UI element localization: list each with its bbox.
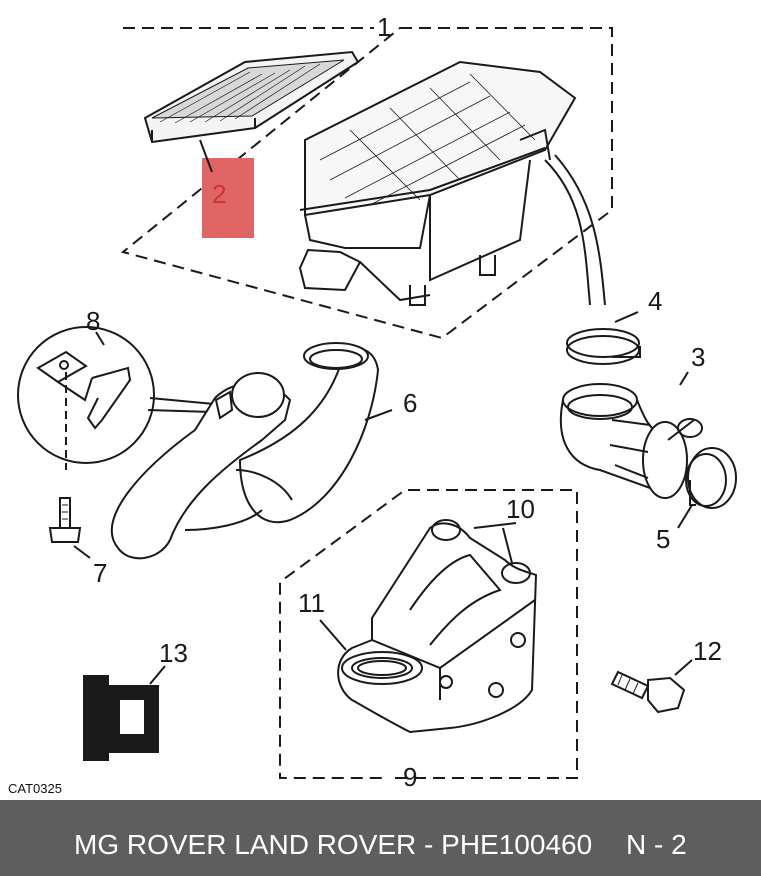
callout-10: 10 bbox=[506, 494, 535, 524]
callout-2: 2 bbox=[212, 179, 226, 209]
mounting-bracket-9 bbox=[319, 519, 538, 734]
catalog-code: CAT0325 bbox=[8, 781, 62, 796]
callout-1: 1 bbox=[377, 12, 391, 42]
highlight-box bbox=[202, 158, 254, 238]
breather-hose-lines bbox=[544, 154, 606, 306]
leader-2 bbox=[199, 139, 213, 173]
bolt-12 bbox=[610, 659, 693, 714]
hose-clamp-5 bbox=[677, 447, 737, 529]
callout-6: 6 bbox=[403, 388, 417, 418]
bushing-13 bbox=[83, 665, 166, 761]
callout-12: 12 bbox=[693, 636, 722, 666]
callout-4: 4 bbox=[648, 286, 662, 316]
callout-7: 7 bbox=[93, 558, 107, 588]
intake-duct-6 bbox=[111, 342, 393, 560]
bracket-detail-8 bbox=[17, 326, 215, 470]
group-9-boundary bbox=[279, 489, 578, 779]
callout-11: 11 bbox=[298, 588, 325, 618]
hose-clamp-4 bbox=[566, 311, 641, 365]
air-filter-element bbox=[143, 50, 360, 144]
bolt-7 bbox=[48, 497, 91, 559]
footer-bar: MG ROVER LAND ROVER - PHE100460 N - 2 bbox=[0, 800, 761, 876]
exploded-parts-diagram: 1 2 3 4 5 6 7 8 9 10 11 12 13 bbox=[17, 12, 737, 792]
group-1-boundary bbox=[120, 27, 613, 340]
callout-3: 3 bbox=[691, 342, 705, 372]
air-intake-hose-3 bbox=[559, 371, 703, 499]
callout-13: 13 bbox=[159, 638, 188, 668]
callout-8: 8 bbox=[86, 306, 100, 336]
footer-page-number: N - 2 bbox=[626, 829, 687, 860]
callout-9: 9 bbox=[403, 762, 417, 792]
footer-title: MG ROVER LAND ROVER - PHE100460 bbox=[74, 829, 593, 860]
callout-5: 5 bbox=[656, 524, 670, 554]
air-cleaner-housing bbox=[298, 60, 577, 306]
